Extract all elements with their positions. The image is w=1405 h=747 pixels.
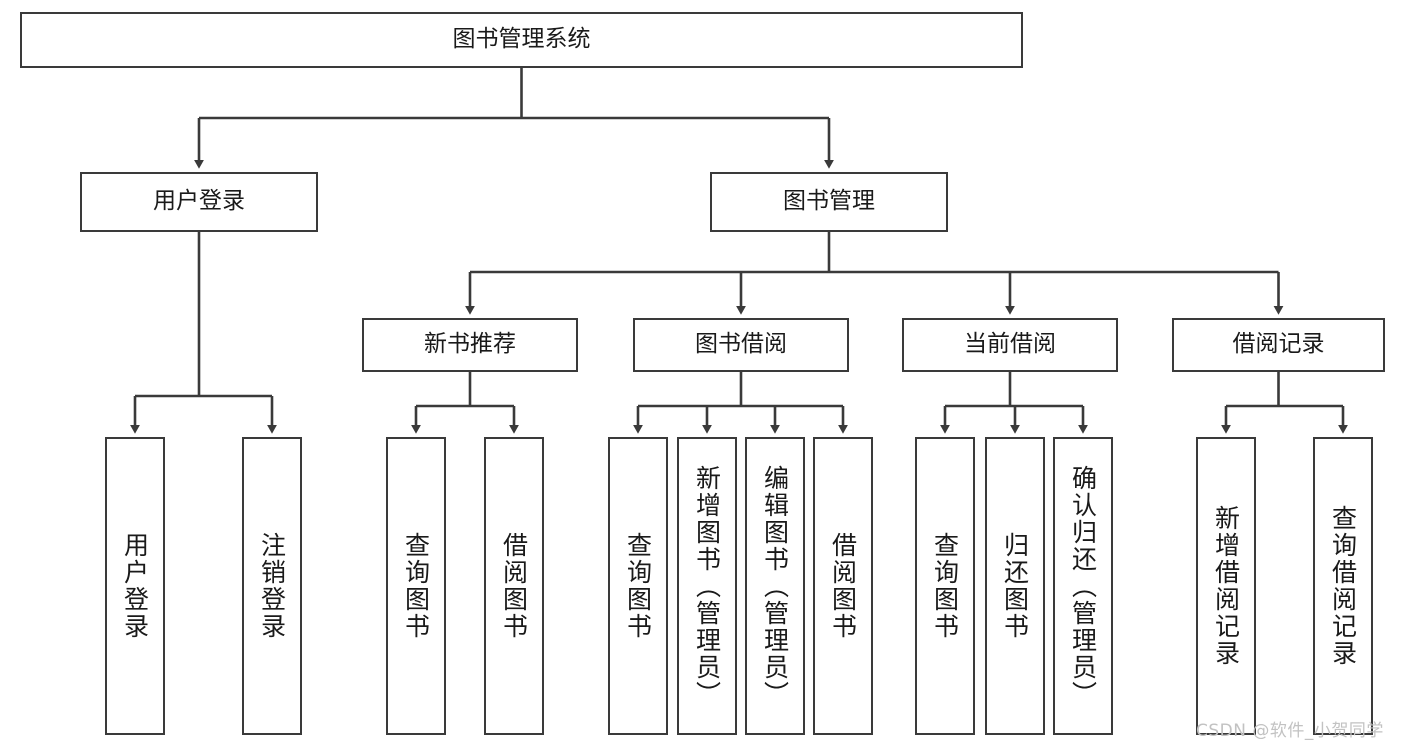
node-label: 用户登录 <box>120 532 150 640</box>
node-label: 借阅图书 <box>499 532 529 640</box>
node-leaf-edit-book[interactable]: 编辑图书（管理员） <box>745 437 805 735</box>
node-leaf-return-book[interactable]: 归还图书 <box>985 437 1045 735</box>
node-label: 编辑图书（管理员） <box>760 464 790 708</box>
node-book-borrow[interactable]: 图书借阅 <box>633 318 849 372</box>
node-leaf-query-record[interactable]: 查询借阅记录 <box>1313 437 1373 735</box>
node-label: 当前借阅 <box>964 331 1056 358</box>
node-label: 查询图书 <box>623 532 653 640</box>
node-label: 确认归还（管理员） <box>1068 464 1098 708</box>
node-leaf-logout[interactable]: 注销登录 <box>242 437 302 735</box>
node-label: 归还图书 <box>1000 532 1030 640</box>
node-label: 新书推荐 <box>424 331 516 358</box>
node-new-book-rec[interactable]: 新书推荐 <box>362 318 578 372</box>
node-leaf-borrow-book[interactable]: 借阅图书 <box>813 437 873 735</box>
node-label: 图书管理系统 <box>452 26 591 53</box>
node-leaf-add-record[interactable]: 新增借阅记录 <box>1196 437 1256 735</box>
node-label: 图书借阅 <box>695 331 787 358</box>
node-book-manage[interactable]: 图书管理 <box>710 172 948 232</box>
node-label: 借阅图书 <box>828 532 858 640</box>
node-label: 注销登录 <box>257 532 287 640</box>
node-leaf-query-book-borrow[interactable]: 查询图书 <box>608 437 668 735</box>
node-label: 查询图书 <box>401 532 431 640</box>
node-label: 借阅记录 <box>1232 331 1325 358</box>
node-root[interactable]: 图书管理系统 <box>20 12 1023 68</box>
csdn-watermark: CSDN @软件_小贺同学 <box>1196 721 1384 741</box>
node-label: 查询借阅记录 <box>1328 505 1358 667</box>
node-leaf-user-login[interactable]: 用户登录 <box>105 437 165 735</box>
node-leaf-query-book-rec[interactable]: 查询图书 <box>386 437 446 735</box>
node-label: 查询图书 <box>930 532 960 640</box>
node-label: 新增图书（管理员） <box>692 464 722 708</box>
node-user-login[interactable]: 用户登录 <box>80 172 318 232</box>
node-label: 用户登录 <box>153 188 245 215</box>
node-current-borrow[interactable]: 当前借阅 <box>902 318 1118 372</box>
node-label: 图书管理 <box>783 188 875 215</box>
node-leaf-confirm-return[interactable]: 确认归还（管理员） <box>1053 437 1113 735</box>
node-leaf-query-book-current[interactable]: 查询图书 <box>915 437 975 735</box>
node-label: 新增借阅记录 <box>1211 505 1241 667</box>
node-leaf-add-book[interactable]: 新增图书（管理员） <box>677 437 737 735</box>
node-borrow-record[interactable]: 借阅记录 <box>1172 318 1385 372</box>
node-leaf-borrow-book-rec[interactable]: 借阅图书 <box>484 437 544 735</box>
